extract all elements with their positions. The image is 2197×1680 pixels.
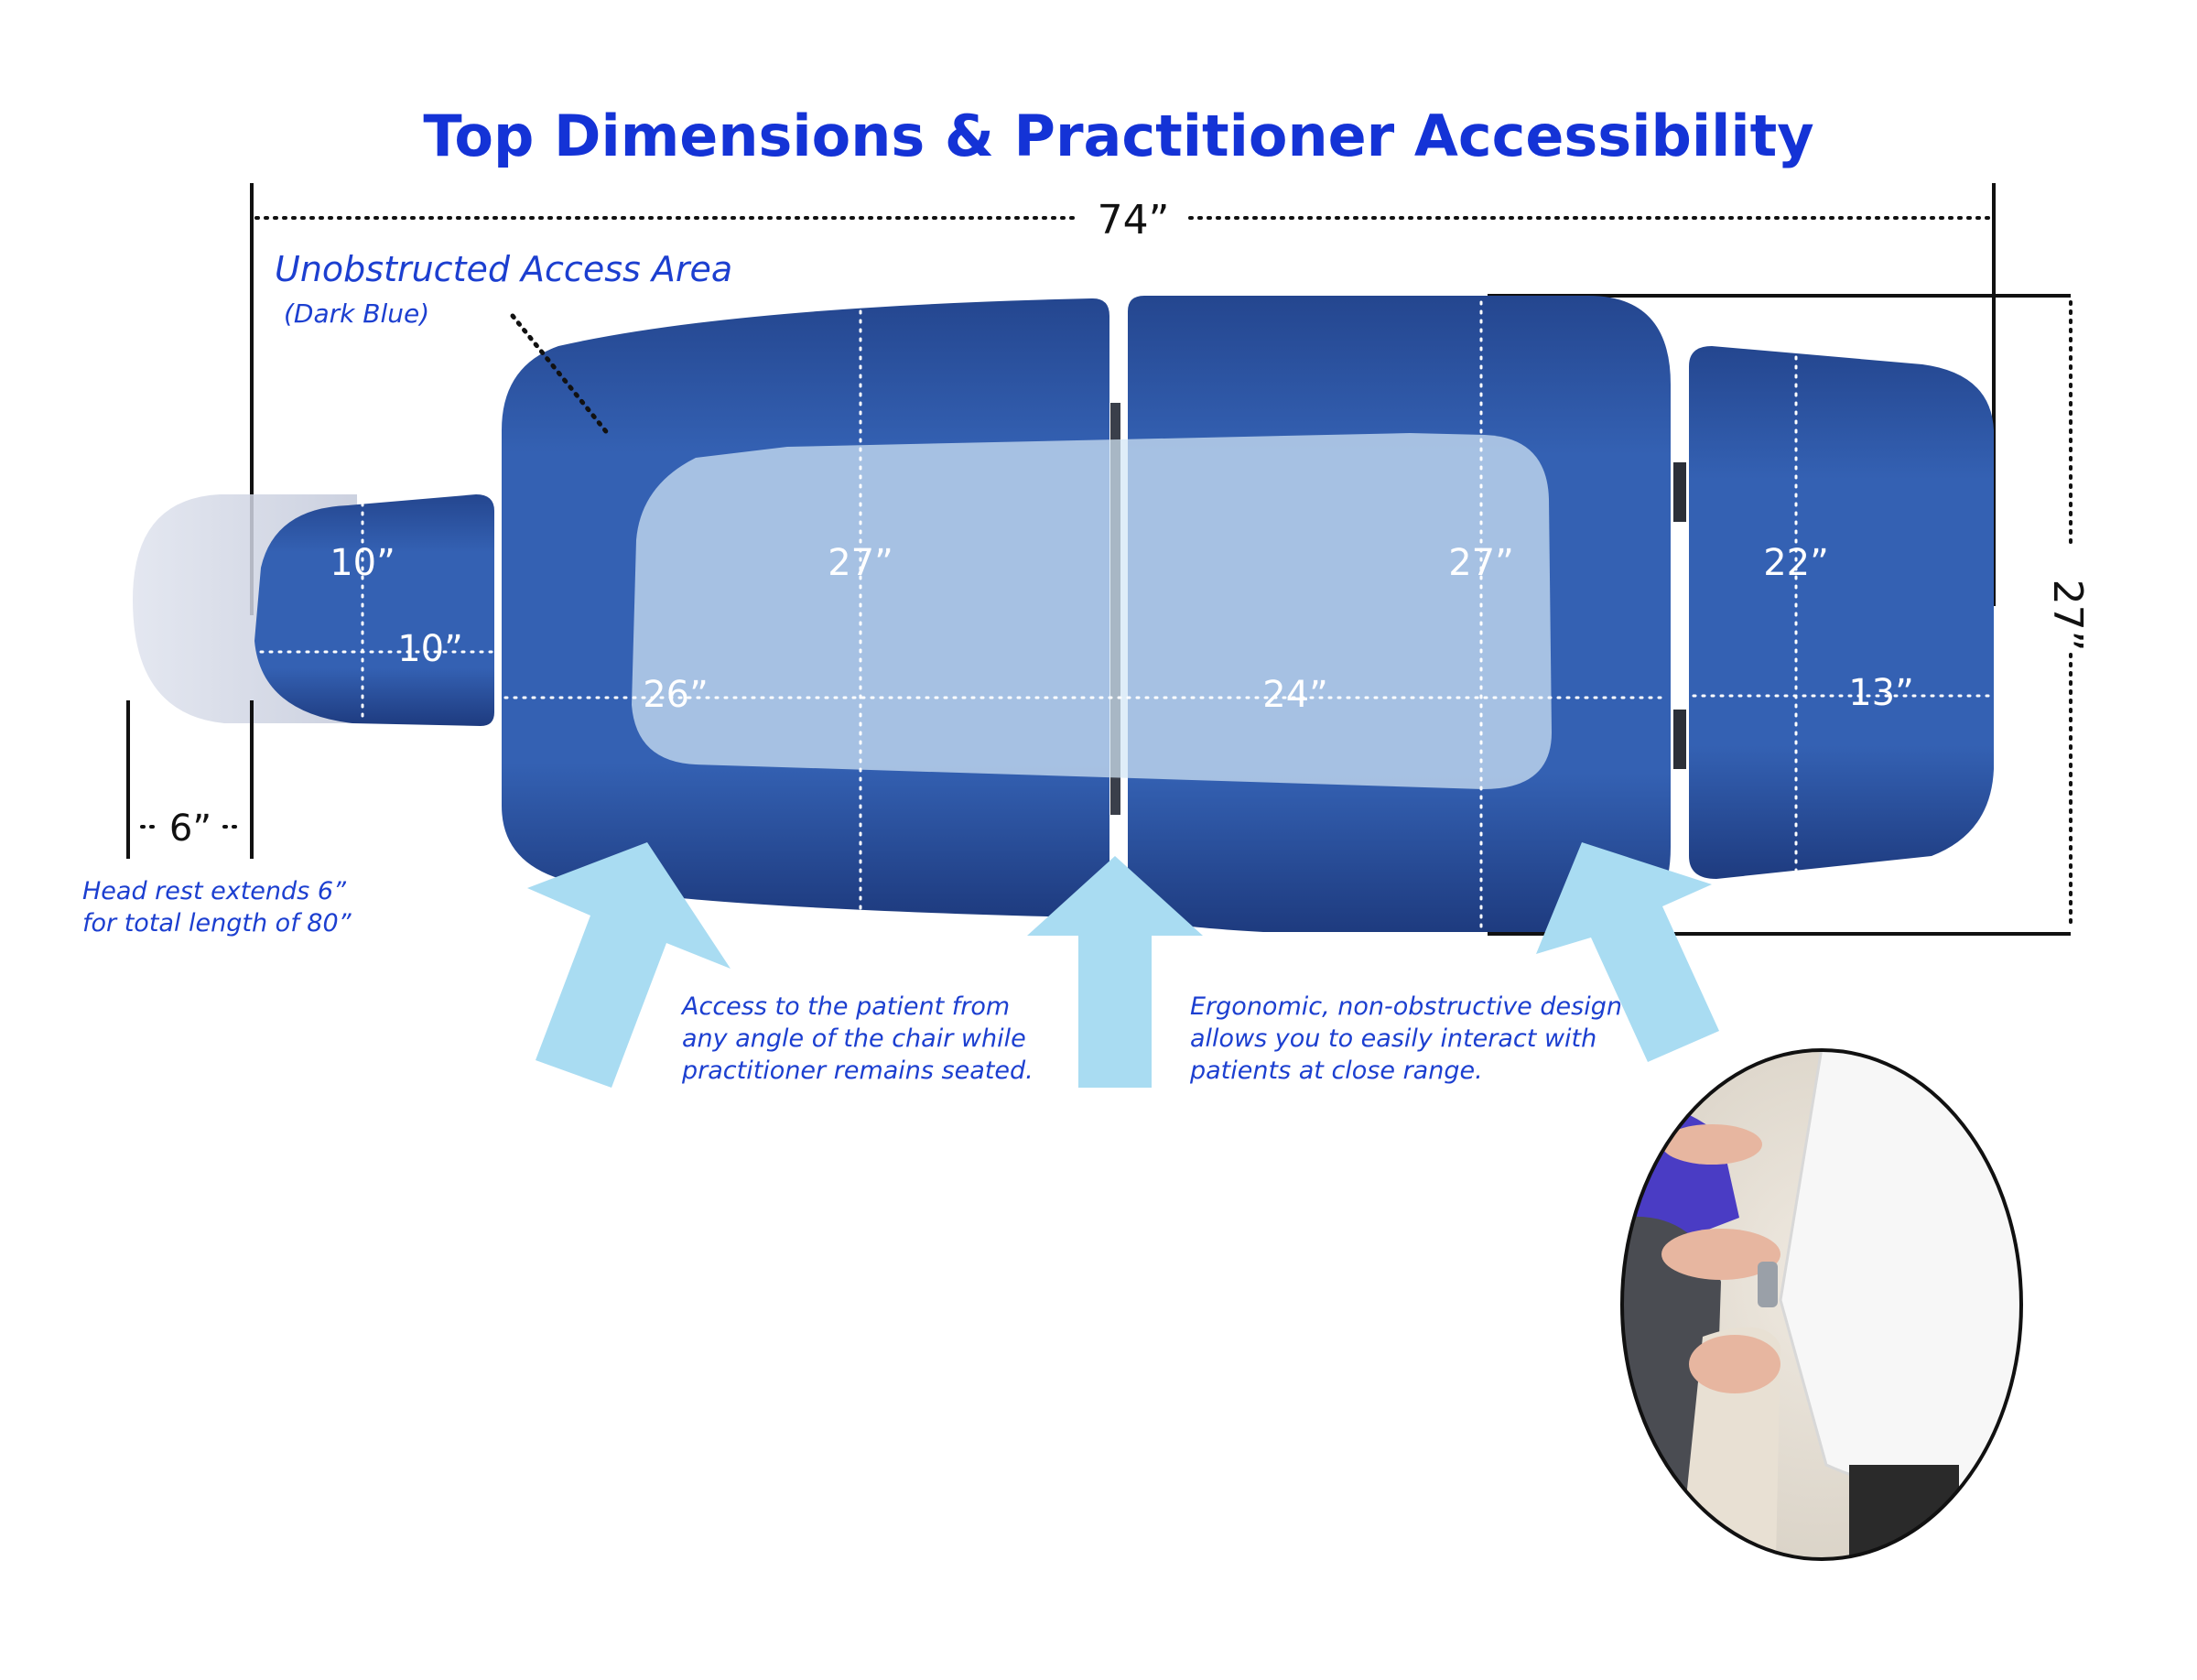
access-area-label: Unobstructed Access Area (275, 249, 732, 289)
page-title: Top Dimensions & Practitioner Accessibil… (423, 103, 1813, 169)
backrest-width-label: 27” (828, 542, 893, 584)
seat-width-label: 27” (1448, 542, 1514, 584)
practitioner-photo (1622, 1050, 2021, 1559)
overall-length-label: 74” (1098, 197, 1170, 244)
access-callout-line1: Access to the patient from (680, 992, 1010, 1021)
headrest-extension-label: 6” (169, 807, 211, 850)
access-arrow-left (527, 842, 731, 1088)
legrest-cushion (1689, 346, 1994, 879)
photo-frame (1620, 1048, 2023, 1561)
seat-length-label: 24” (1262, 674, 1328, 716)
headrest-length-label: 10” (397, 628, 463, 670)
access-callout-line2: any angle of the chair while (682, 1024, 1026, 1053)
headrest-cushion (254, 494, 494, 726)
legrest-width-label: 22” (1763, 542, 1829, 584)
access-arrow-center (1027, 856, 1203, 1088)
access-area-sublabel: (Dark Blue) (284, 298, 429, 329)
headrest-note-line2: for total length of 80” (82, 909, 352, 938)
ergonomic-callout-line1: Ergonomic, non-obstructive design (1190, 992, 1622, 1021)
ergonomic-callout-line3: patients at close range. (1189, 1057, 1483, 1085)
headrest-width-label: 10” (330, 542, 395, 584)
backrest-length-label: 26” (643, 674, 709, 716)
patient-area-overlay (632, 433, 1552, 789)
legrest-length-label: 13” (1848, 672, 1914, 714)
access-area-leader (510, 313, 611, 438)
ergonomic-callout-line2: allows you to easily interact with (1190, 1024, 1596, 1053)
overall-width-label: 27” (2044, 580, 2091, 652)
access-arrow-right (1536, 842, 1719, 1062)
access-callout-line3: practitioner remains seated. (681, 1057, 1034, 1085)
legrest-bracket-bottom (1673, 710, 1686, 769)
legrest-bracket-top (1673, 462, 1686, 522)
headrest-note-line1: Head rest extends 6” (82, 877, 347, 905)
